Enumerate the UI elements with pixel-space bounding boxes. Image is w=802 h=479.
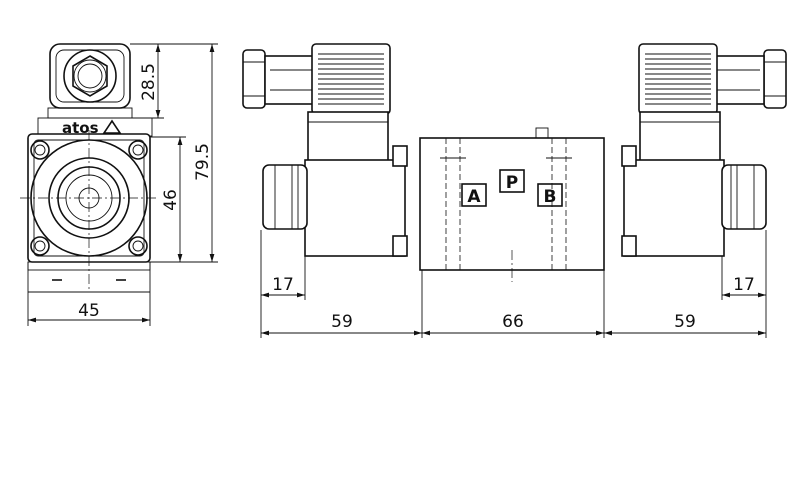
port-a-label: A bbox=[467, 187, 481, 207]
screw-icon bbox=[30, 140, 148, 256]
dim-width: 45 bbox=[78, 301, 100, 321]
port-p-label: P bbox=[506, 173, 518, 193]
port-b-box bbox=[537, 183, 563, 207]
front-dimensions: 17 17 59 66 59 bbox=[260, 230, 767, 338]
front-view: A P B bbox=[242, 43, 787, 282]
dim-actuator-left: 59 bbox=[331, 312, 353, 332]
dim-coil-height: 28.5 bbox=[139, 63, 159, 101]
side-connector bbox=[49, 43, 131, 109]
side-view: atos bbox=[20, 43, 158, 290]
dim-total-height: 79.5 bbox=[193, 143, 213, 181]
port-a-box bbox=[461, 183, 487, 207]
side-dimensions: 28.5 79.5 46 45 bbox=[27, 43, 218, 326]
brand-label: atos bbox=[62, 119, 99, 137]
dim-override-left: 17 bbox=[272, 275, 294, 295]
left-connector bbox=[242, 43, 391, 163]
right-connector bbox=[638, 43, 787, 163]
left-solenoid bbox=[262, 145, 408, 257]
port-p-box bbox=[499, 169, 525, 193]
dim-body-width: 66 bbox=[502, 312, 524, 332]
triangle-logo-icon bbox=[102, 119, 122, 134]
valve-body: A P B bbox=[419, 127, 605, 282]
dim-actuator-right: 59 bbox=[674, 312, 696, 332]
right-solenoid bbox=[621, 145, 767, 257]
port-b-label: B bbox=[544, 187, 557, 207]
dim-body-height: 46 bbox=[161, 189, 181, 211]
dim-override-right: 17 bbox=[733, 275, 755, 295]
